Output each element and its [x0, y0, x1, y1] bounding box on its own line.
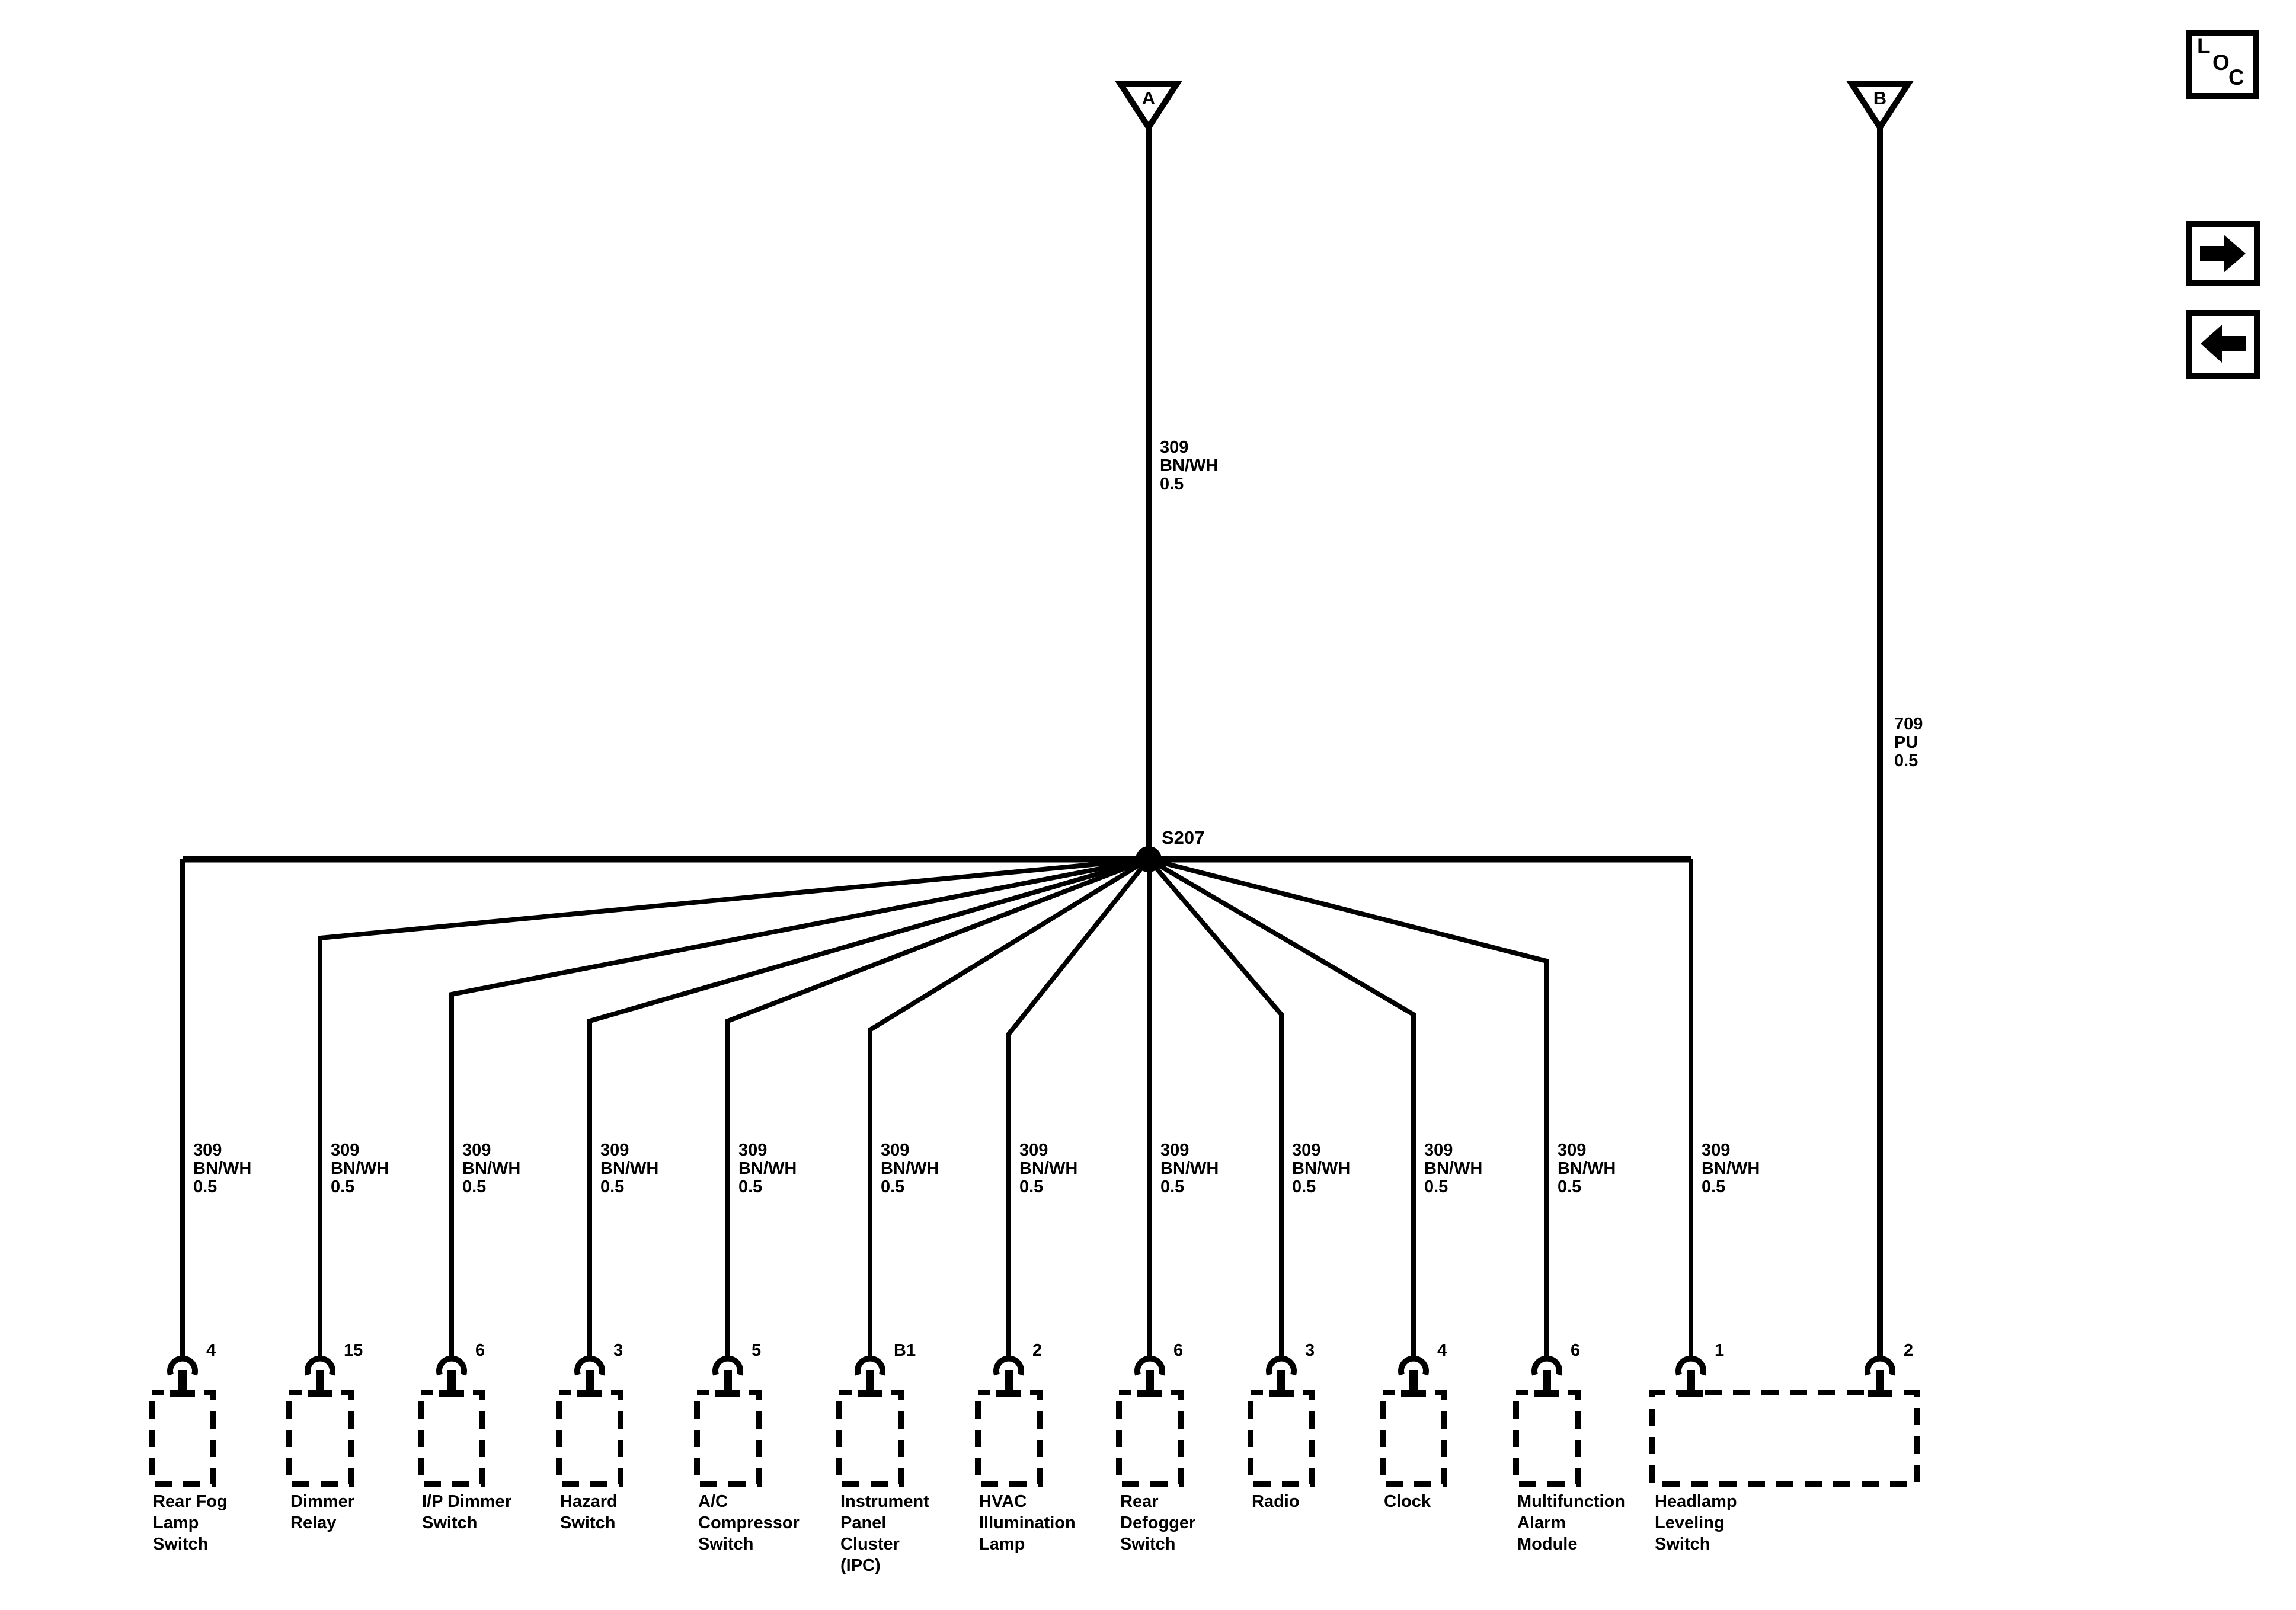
box-instrument-panel-cluster [836, 1390, 904, 1487]
pin-instrument-panel-cluster: B1 [894, 1341, 916, 1360]
pin-multifunction-alarm-module: 6 [1571, 1341, 1581, 1360]
box-dimmer-relay [286, 1390, 354, 1487]
branch-wire-instrument-panel-cluster [868, 857, 1150, 1358]
component-label-ac-compressor-switch: A/C Compressor Switch [698, 1492, 800, 1554]
branch-wire-clock [1147, 857, 1416, 1358]
previous-page-button[interactable] [2186, 310, 2260, 379]
branch-wire-hvac-illumination-lamp [1006, 857, 1151, 1358]
component-label-headlamp-leveling-switch: Headlamp Leveling Switch [1655, 1492, 1737, 1554]
loc-letter-l: L [2197, 34, 2211, 58]
wire-label-hazard-switch: 309 BN/WH 0.5 [600, 1141, 659, 1196]
pin-ac-compressor-switch: 5 [752, 1341, 762, 1360]
pin-rear-defogger-switch: 6 [1173, 1341, 1184, 1360]
wire-label-clock: 309 BN/WH 0.5 [1424, 1141, 1483, 1196]
wire-label-ip-dimmer-switch: 309 BN/WH 0.5 [462, 1141, 521, 1196]
component-label-dimmer-relay: Dimmer Relay [290, 1492, 354, 1532]
pin-headlamp-leveling-pin2: 2 [1904, 1341, 1914, 1360]
wire-label-feed-b: 709 PU 0.5 [1894, 715, 1923, 770]
offpage-tag-b: B [1873, 88, 1887, 108]
box-hazard-switch [556, 1390, 623, 1487]
pin-hvac-illumination-lamp: 2 [1032, 1341, 1043, 1360]
box-rear-fog-lamp-switch [149, 1390, 216, 1487]
component-label-clock: Clock [1384, 1492, 1431, 1511]
wire-label-radio: 309 BN/WH 0.5 [1292, 1141, 1351, 1196]
branch-wire-multifunction-alarm-module [1148, 857, 1549, 1358]
branch-wire-ip-dimmer-switch [449, 857, 1149, 1358]
box-rear-defogger-switch [1116, 1390, 1184, 1487]
wire-label-multifunction-alarm-module: 309 BN/WH 0.5 [1558, 1141, 1616, 1196]
branch-wire-ac-compressor-switch [725, 857, 1150, 1358]
component-label-rear-defogger-switch: Rear Defogger Switch [1120, 1492, 1196, 1554]
component-label-ip-dimmer-switch: I/P Dimmer Switch [422, 1492, 511, 1532]
box-ip-dimmer-switch [418, 1390, 485, 1487]
branch-wire-radio [1146, 857, 1284, 1358]
wire-label-rear-defogger-switch: 309 BN/WH 0.5 [1160, 1141, 1219, 1196]
box-multifunction-alarm-module [1513, 1390, 1581, 1487]
box-ac-compressor-switch [694, 1390, 762, 1487]
pin-radio: 3 [1305, 1341, 1315, 1360]
loc-letter-c: C [2228, 65, 2244, 89]
pin-clock: 4 [1437, 1341, 1447, 1360]
box-hvac-illumination-lamp [975, 1390, 1043, 1487]
branch-wire-hazard-switch [587, 857, 1150, 1358]
component-label-hazard-switch: Hazard Switch [560, 1492, 618, 1532]
component-label-instrument-panel-cluster: Instrument Panel Cluster (IPC) [840, 1492, 929, 1575]
pin-rear-fog-lamp-switch: 4 [206, 1341, 216, 1360]
wire-label-ac-compressor-switch: 309 BN/WH 0.5 [738, 1141, 797, 1196]
box-clock [1380, 1390, 1447, 1487]
branch-wire-dimmer-relay [318, 857, 1149, 1358]
arrow-left-icon [2201, 325, 2246, 363]
next-page-button[interactable] [2186, 221, 2260, 286]
pin-dimmer-relay: 15 [344, 1341, 363, 1360]
offpage-triangle-a [1114, 81, 1183, 133]
offpage-triangle-b [1846, 81, 1914, 133]
component-label-multifunction-alarm-module: Multifunction Alarm Module [1517, 1492, 1626, 1554]
component-boxes [149, 1390, 1920, 1487]
box-radio [1248, 1390, 1315, 1487]
splice-label: S207 [1162, 827, 1205, 848]
loc-letter-o: O [2212, 50, 2230, 75]
component-label-radio: Radio [1252, 1492, 1300, 1511]
pin-hazard-switch: 3 [613, 1341, 623, 1360]
arrow-right-icon [2200, 235, 2246, 273]
pin-ip-dimmer-switch: 6 [475, 1341, 485, 1360]
offpage-tag-a: A [1141, 88, 1156, 108]
pin-headlamp-leveling-pin1: 1 [1715, 1341, 1725, 1360]
box-headlamp-leveling-switch [1649, 1390, 1920, 1487]
wire-label-hvac-illumination-lamp: 309 BN/WH 0.5 [1019, 1141, 1078, 1196]
wire-label-instrument-panel-cluster: 309 BN/WH 0.5 [881, 1141, 939, 1196]
wire-label-feed-a: 309 BN/WH 0.5 [1160, 438, 1219, 494]
wire-label-dimmer-relay: 309 BN/WH 0.5 [331, 1141, 389, 1196]
wire-label-headlamp-leveling-switch: 309 BN/WH 0.5 [1702, 1141, 1760, 1196]
loc-button[interactable]: L O C [2186, 30, 2259, 99]
wire-label-rear-fog-lamp-switch: 309 BN/WH 0.5 [193, 1141, 252, 1196]
component-label-rear-fog-lamp-switch: Rear Fog Lamp Switch [153, 1492, 228, 1554]
component-label-hvac-illumination-lamp: HVAC Illumination Lamp [979, 1492, 1076, 1554]
